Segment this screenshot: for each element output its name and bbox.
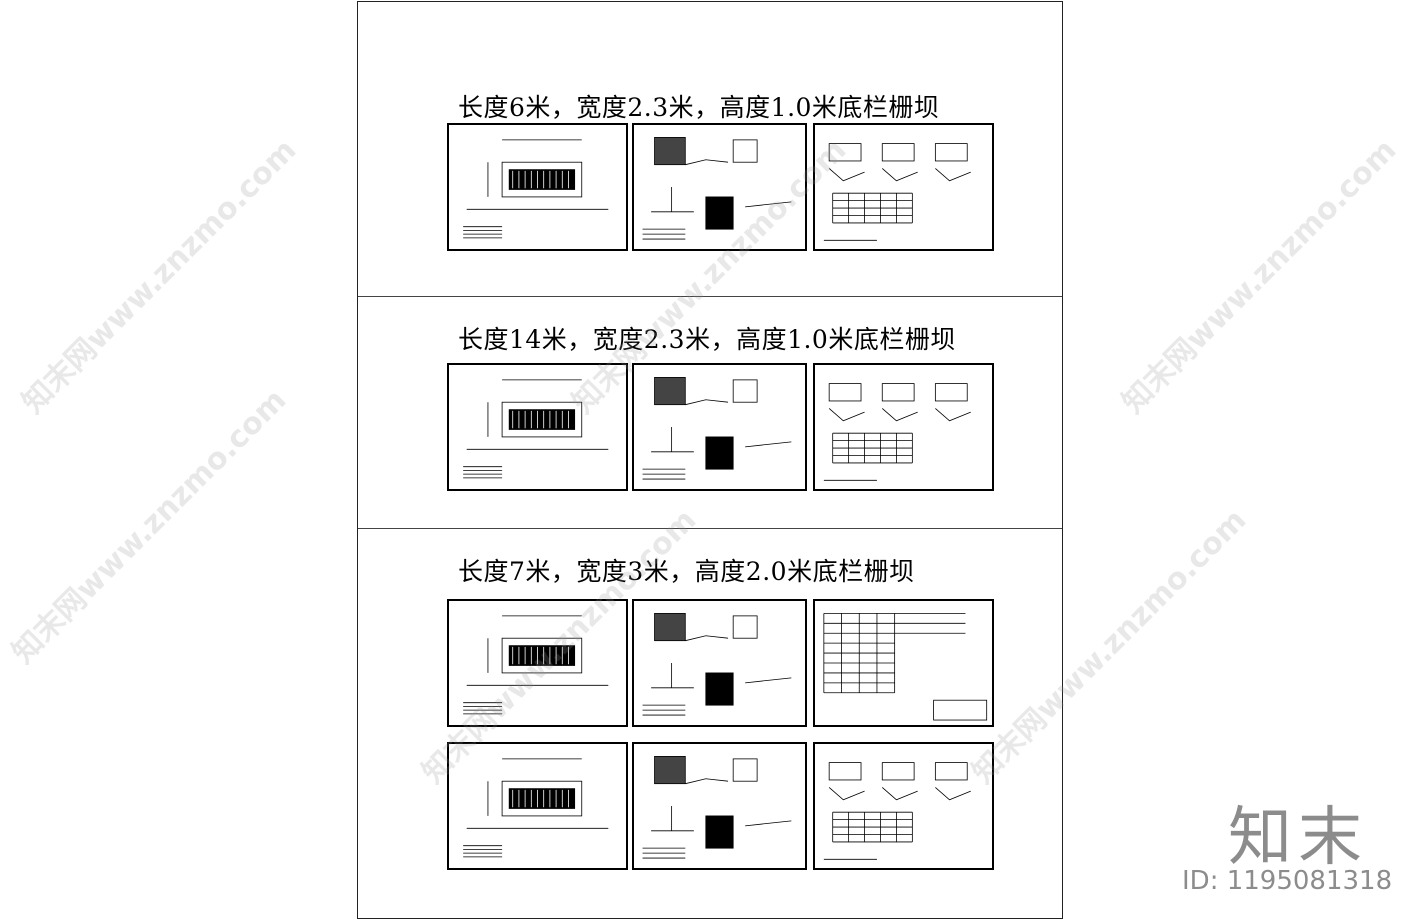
drawing-sheet-plan[interactable] — [447, 123, 628, 251]
section-divider — [358, 528, 1062, 529]
cad-linework — [823, 612, 988, 721]
cad-linework — [642, 376, 792, 480]
cad-linework — [642, 136, 792, 240]
section-title-3: 长度7米，宽度3米，高度2.0米底栏栅坝 — [458, 557, 915, 586]
drawing-sheet-plan[interactable] — [447, 742, 628, 870]
section-title-2: 长度14米，宽度2.3米，高度1.0米底栏栅坝 — [458, 325, 956, 354]
cad-linework — [823, 762, 971, 860]
cad-linework — [823, 143, 971, 241]
section-divider — [358, 296, 1062, 297]
image-id-label: ID: 1195081318 — [1182, 866, 1393, 896]
cad-linework — [642, 755, 792, 859]
drawing-sheet-details[interactable] — [813, 123, 994, 251]
drawing-sheet-plan[interactable] — [447, 599, 628, 727]
drawing-sheet-details[interactable] — [813, 363, 994, 491]
watermark: 知末网www.znzmo.com — [15, 132, 304, 421]
drawing-sheet-table[interactable] — [813, 599, 994, 727]
cad-linework — [823, 383, 971, 481]
watermark: 知末网www.znzmo.com — [1115, 132, 1404, 421]
cad-linework — [463, 379, 609, 479]
cad-linework — [463, 615, 609, 715]
cad-linework — [642, 612, 792, 716]
drawing-sheet-section[interactable] — [632, 363, 807, 491]
drawing-sheet-details[interactable] — [813, 742, 994, 870]
section-title-1: 长度6米，宽度2.3米，高度1.0米底栏栅坝 — [458, 93, 940, 122]
drawing-sheet-section[interactable] — [632, 123, 807, 251]
cad-linework — [463, 139, 609, 239]
brand-logo: 知末 — [1228, 801, 1368, 875]
watermark: 知末网www.znzmo.com — [5, 382, 294, 671]
drawing-sheet-plan[interactable] — [447, 363, 628, 491]
drawing-sheet-section[interactable] — [632, 742, 807, 870]
drawing-sheet-section[interactable] — [632, 599, 807, 727]
drawing-frame: 长度6米，宽度2.3米，高度1.0米底栏栅坝 长度14米，宽度2.3米，高度1.… — [357, 1, 1063, 919]
cad-linework — [463, 758, 609, 858]
